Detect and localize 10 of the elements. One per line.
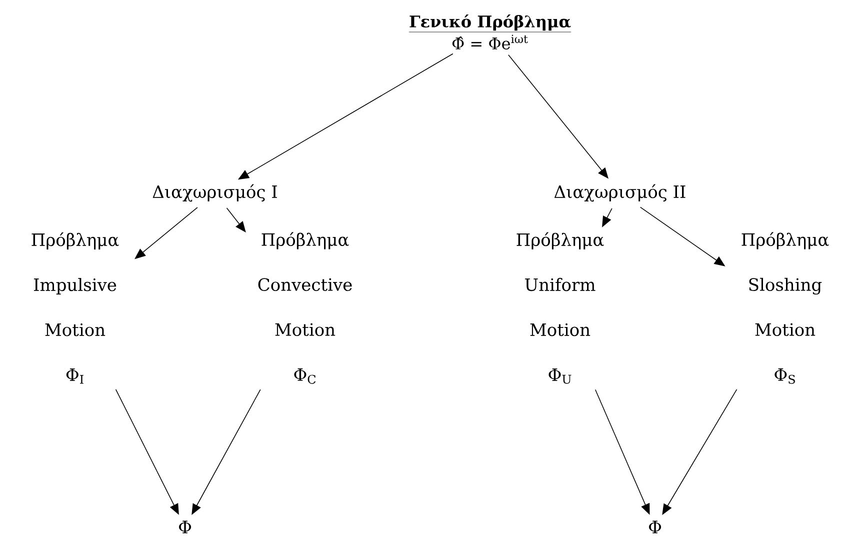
result-symbol: Φ [649,520,662,534]
split-label: Διαχωρισμός I [152,184,277,202]
split-label: Διαχωρισμός II [554,184,686,202]
problem-label: Πρόβλημα Convective Motion Φ$_{C}$ [258,232,352,384]
problem-label: Πρόβλημα Impulsive Motion Φ$_{I}$ [32,232,119,384]
heading-block: Γενικό Πρόβλημα Φ̂ = Φe$^{iωt}$ [408,14,572,50]
arrow [662,389,738,515]
result-symbol: Φ [179,520,192,534]
problem-label: Πρόβλημα Sloshing Motion Φ$_{S}$ [742,232,829,384]
problem-label: Πρόβλημα Uniform Motion Φ$_{U}$ [516,232,604,384]
